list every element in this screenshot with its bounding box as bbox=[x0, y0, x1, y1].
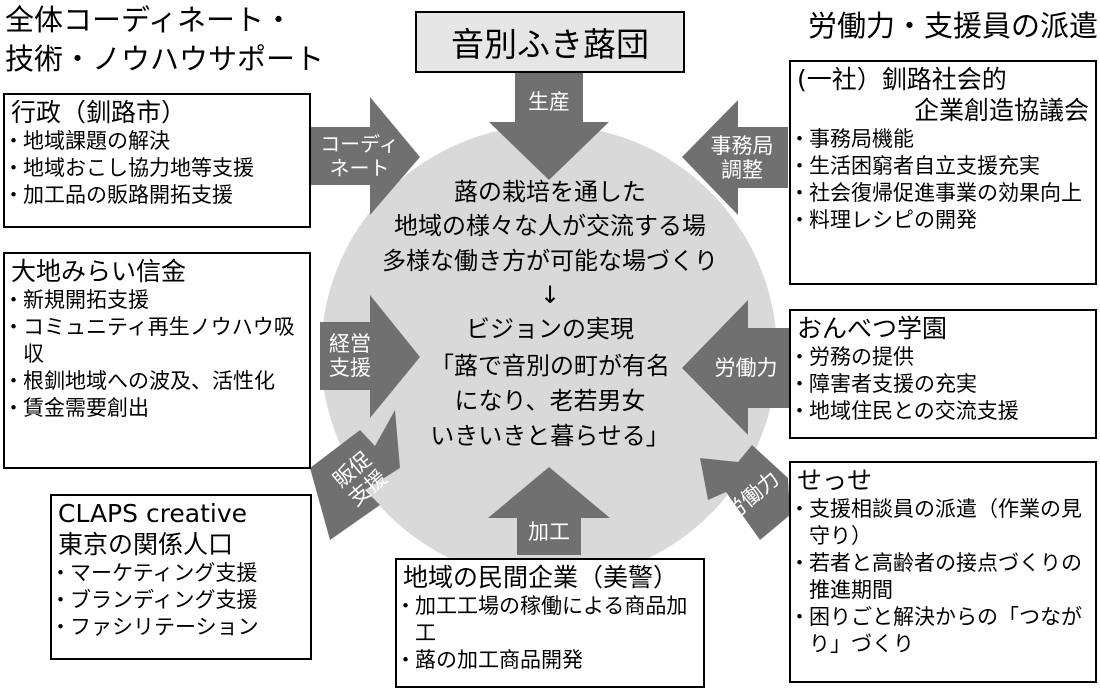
arrow-left-mid bbox=[320, 295, 420, 418]
list-item: 若者と高齢者の接点づくりの推進期間 bbox=[789, 550, 1089, 604]
list-item: 事務局機能 bbox=[789, 126, 1089, 153]
arrow-label-kako: 加工 bbox=[528, 520, 570, 544]
box-onbetsu: おんべつ学園 労務の提供 障害者支援の充実 地域住民との交流支援 bbox=[789, 309, 1097, 439]
arrow-label-seisan: 生産 bbox=[528, 90, 570, 114]
list-item: 賃金需要創出 bbox=[3, 395, 303, 422]
arrow-label-keiei-1: 経営 bbox=[329, 332, 371, 356]
box-gyosei-title: 行政（釧路市） bbox=[11, 98, 187, 127]
list-item: 加工品の販路開拓支援 bbox=[3, 182, 303, 209]
arrow-label-keiei-2: 支援 bbox=[329, 356, 371, 380]
arrow-right-top bbox=[682, 100, 788, 215]
center-down-arrow: ↓ bbox=[539, 281, 561, 309]
arrow-top bbox=[489, 73, 609, 180]
center-line-5: 「蕗で音別の町が有名 bbox=[430, 352, 670, 380]
center-line-4: ビジョンの実現 bbox=[466, 315, 634, 343]
left-heading-line1: 全体コーディネート・ bbox=[5, 3, 293, 37]
box-kyogikai-title-2: 企業創造協議会 bbox=[913, 96, 1089, 125]
list-item: ブランディング支援 bbox=[50, 587, 304, 614]
list-item: 蕗の加工商品開発 bbox=[395, 647, 697, 674]
center-line-3: 多様な働き方が可能な場づくり bbox=[382, 247, 718, 275]
top-title-box: 音別ふき蕗団 bbox=[415, 11, 685, 73]
center-line-2: 地域の様々な人が交流する場 bbox=[394, 212, 706, 240]
center-line-6: になり、老若男女 bbox=[454, 387, 646, 415]
box-claps-title-1: CLAPS creative bbox=[58, 499, 248, 528]
arrow-label-coordinate-1: コーディ bbox=[320, 132, 399, 156]
left-heading-line2: 技術・ノウハウサポート bbox=[5, 42, 325, 76]
arrow-left-bottom bbox=[310, 410, 400, 540]
right-heading: 労働力・支援員の派遣 bbox=[808, 9, 1099, 43]
box-minkan-title: 地域の民間企業（美警） bbox=[403, 563, 679, 592]
box-daichi-title: 大地みらい信金 bbox=[11, 257, 187, 286]
list-item: 生活困窮者自立支援充実 bbox=[789, 153, 1089, 180]
arrow-right-bottom bbox=[700, 445, 790, 540]
box-gyosei: 行政（釧路市） 地域課題の解決 地域おこし協力地等支援 加工品の販路開拓支援 bbox=[3, 93, 311, 228]
list-item: 地域住民との交流支援 bbox=[789, 398, 1089, 425]
list-item: 支援相談員の派遣（作業の見守り） bbox=[789, 496, 1089, 550]
list-item: 社会復帰促進事業の効果向上 bbox=[789, 180, 1089, 207]
box-sesse: せっせ 支援相談員の派遣（作業の見守り） 若者と高齢者の接点づくりの推進期間 困… bbox=[789, 461, 1097, 683]
list-item: ファシリテーション bbox=[50, 614, 304, 641]
center-line-1: 蕗の栽培を通した bbox=[454, 178, 646, 206]
box-claps-title-2: 東京の関係人口 bbox=[58, 530, 234, 559]
arrow-right-mid bbox=[682, 300, 790, 435]
list-item: マーケティング支援 bbox=[50, 560, 304, 587]
box-kyogikai-title-1: (一社）釧路社会的 bbox=[797, 65, 1007, 94]
arrow-label-coordinate-2: ネート bbox=[329, 156, 390, 180]
box-minkan: 地域の民間企業（美警） 加工工場の稼働による商品加工 蕗の加工商品開発 bbox=[395, 558, 705, 688]
box-daichi: 大地みらい信金 新規開拓支援 コミュニティ再生ノウハウ吸収 根釧地域への波及、活… bbox=[3, 252, 311, 469]
center-circle bbox=[321, 125, 777, 581]
list-item: 困りごと解決からの「つながり」づくり bbox=[789, 604, 1089, 658]
top-title: 音別ふき蕗団 bbox=[451, 25, 649, 64]
box-claps: CLAPS creative 東京の関係人口 マーケティング支援 ブランディング… bbox=[50, 494, 312, 660]
arrow-bottom bbox=[488, 467, 610, 555]
list-item: 地域課題の解決 bbox=[3, 128, 303, 155]
arrow-label-keiei: 経営 支援 bbox=[320, 332, 380, 380]
arrow-label-coordinate: コーディ ネート bbox=[312, 132, 407, 180]
arrow-label-jimukyoku: 事務局 調整 bbox=[702, 134, 782, 182]
arrow-left-top bbox=[310, 97, 420, 215]
center-line-7: いきいきと暮らせる」 bbox=[430, 422, 670, 450]
list-item: 根釧地域への波及、活性化 bbox=[3, 368, 303, 395]
list-item: 新規開拓支援 bbox=[3, 287, 303, 314]
list-item: コミュニティ再生ノウハウ吸収 bbox=[3, 314, 303, 368]
list-item: 加工工場の稼働による商品加工 bbox=[395, 593, 697, 647]
list-item: 障害者支援の充実 bbox=[789, 371, 1089, 398]
box-kyogikai: (一社）釧路社会的 企業創造協議会 事務局機能 生活困窮者自立支援充実 社会復帰… bbox=[789, 60, 1097, 285]
arrow-label-rodoryoku-mid: 労働力 bbox=[714, 356, 778, 380]
list-item: 労務の提供 bbox=[789, 344, 1089, 371]
list-item: 料理レシピの開発 bbox=[789, 207, 1089, 234]
list-item: 地域おこし協力地等支援 bbox=[3, 155, 303, 182]
arrow-label-jimukyoku-2: 調整 bbox=[721, 158, 763, 182]
arrow-label-jimukyoku-1: 事務局 bbox=[710, 134, 774, 158]
box-onbetsu-title: おんべつ学園 bbox=[797, 314, 948, 343]
box-sesse-title: せっせ bbox=[797, 466, 873, 495]
